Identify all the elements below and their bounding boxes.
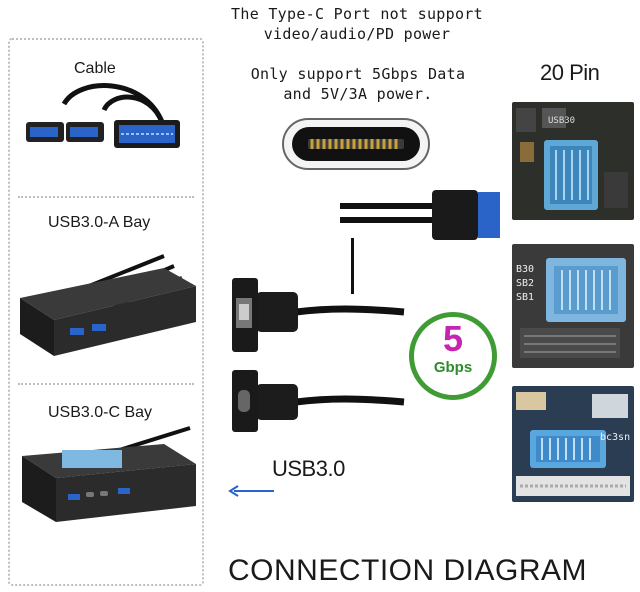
cable-label: Cable [74, 60, 116, 77]
usb-version-label: USB3.0 [272, 456, 345, 481]
motherboard-image-2: B30 SB2 SB1 [512, 244, 634, 368]
pin-count-label: 20 Pin [540, 60, 600, 85]
usb-a-bay-image [20, 254, 196, 356]
board-label: B30 [516, 264, 535, 275]
divider-line [351, 238, 354, 294]
speed-value: 5 [442, 318, 464, 359]
speed-unit: Gbps [433, 359, 473, 376]
speed-badge: 5 Gbps [409, 312, 497, 400]
product-panel [8, 38, 204, 586]
usb-a-bay-label: USB3.0-A Bay [48, 214, 151, 231]
pin-header-connector [340, 190, 500, 240]
notice-line-1: The Type-C Port not support [231, 5, 483, 23]
motherboard-image-1: USB30 [512, 102, 634, 220]
board-label: USB30 [548, 116, 576, 126]
arrow-left-icon [228, 485, 274, 497]
usb-c-panel-connector [232, 370, 405, 432]
notice-line-3: Only support 5Gbps Data [250, 65, 466, 83]
board-label: SB1 [516, 292, 535, 303]
usb-c-bay-label: USB3.0-C Bay [48, 404, 153, 421]
cable-image [26, 83, 180, 148]
usb-a-panel-connector [232, 278, 405, 352]
type-c-port-icon [282, 118, 430, 170]
board-label: SB2 [516, 278, 535, 289]
diagram-title: CONNECTION DIAGRAM [228, 554, 588, 587]
panel-divider [18, 196, 194, 198]
motherboard-image-3: bc3sn [512, 386, 634, 502]
board-label: bc3sn [600, 432, 631, 443]
usb-c-bay-image [22, 426, 196, 522]
panel-divider [18, 383, 194, 385]
notice-line-4: and 5V/3A power. [283, 85, 433, 103]
notice-line-2: video/audio/PD power [263, 25, 451, 43]
